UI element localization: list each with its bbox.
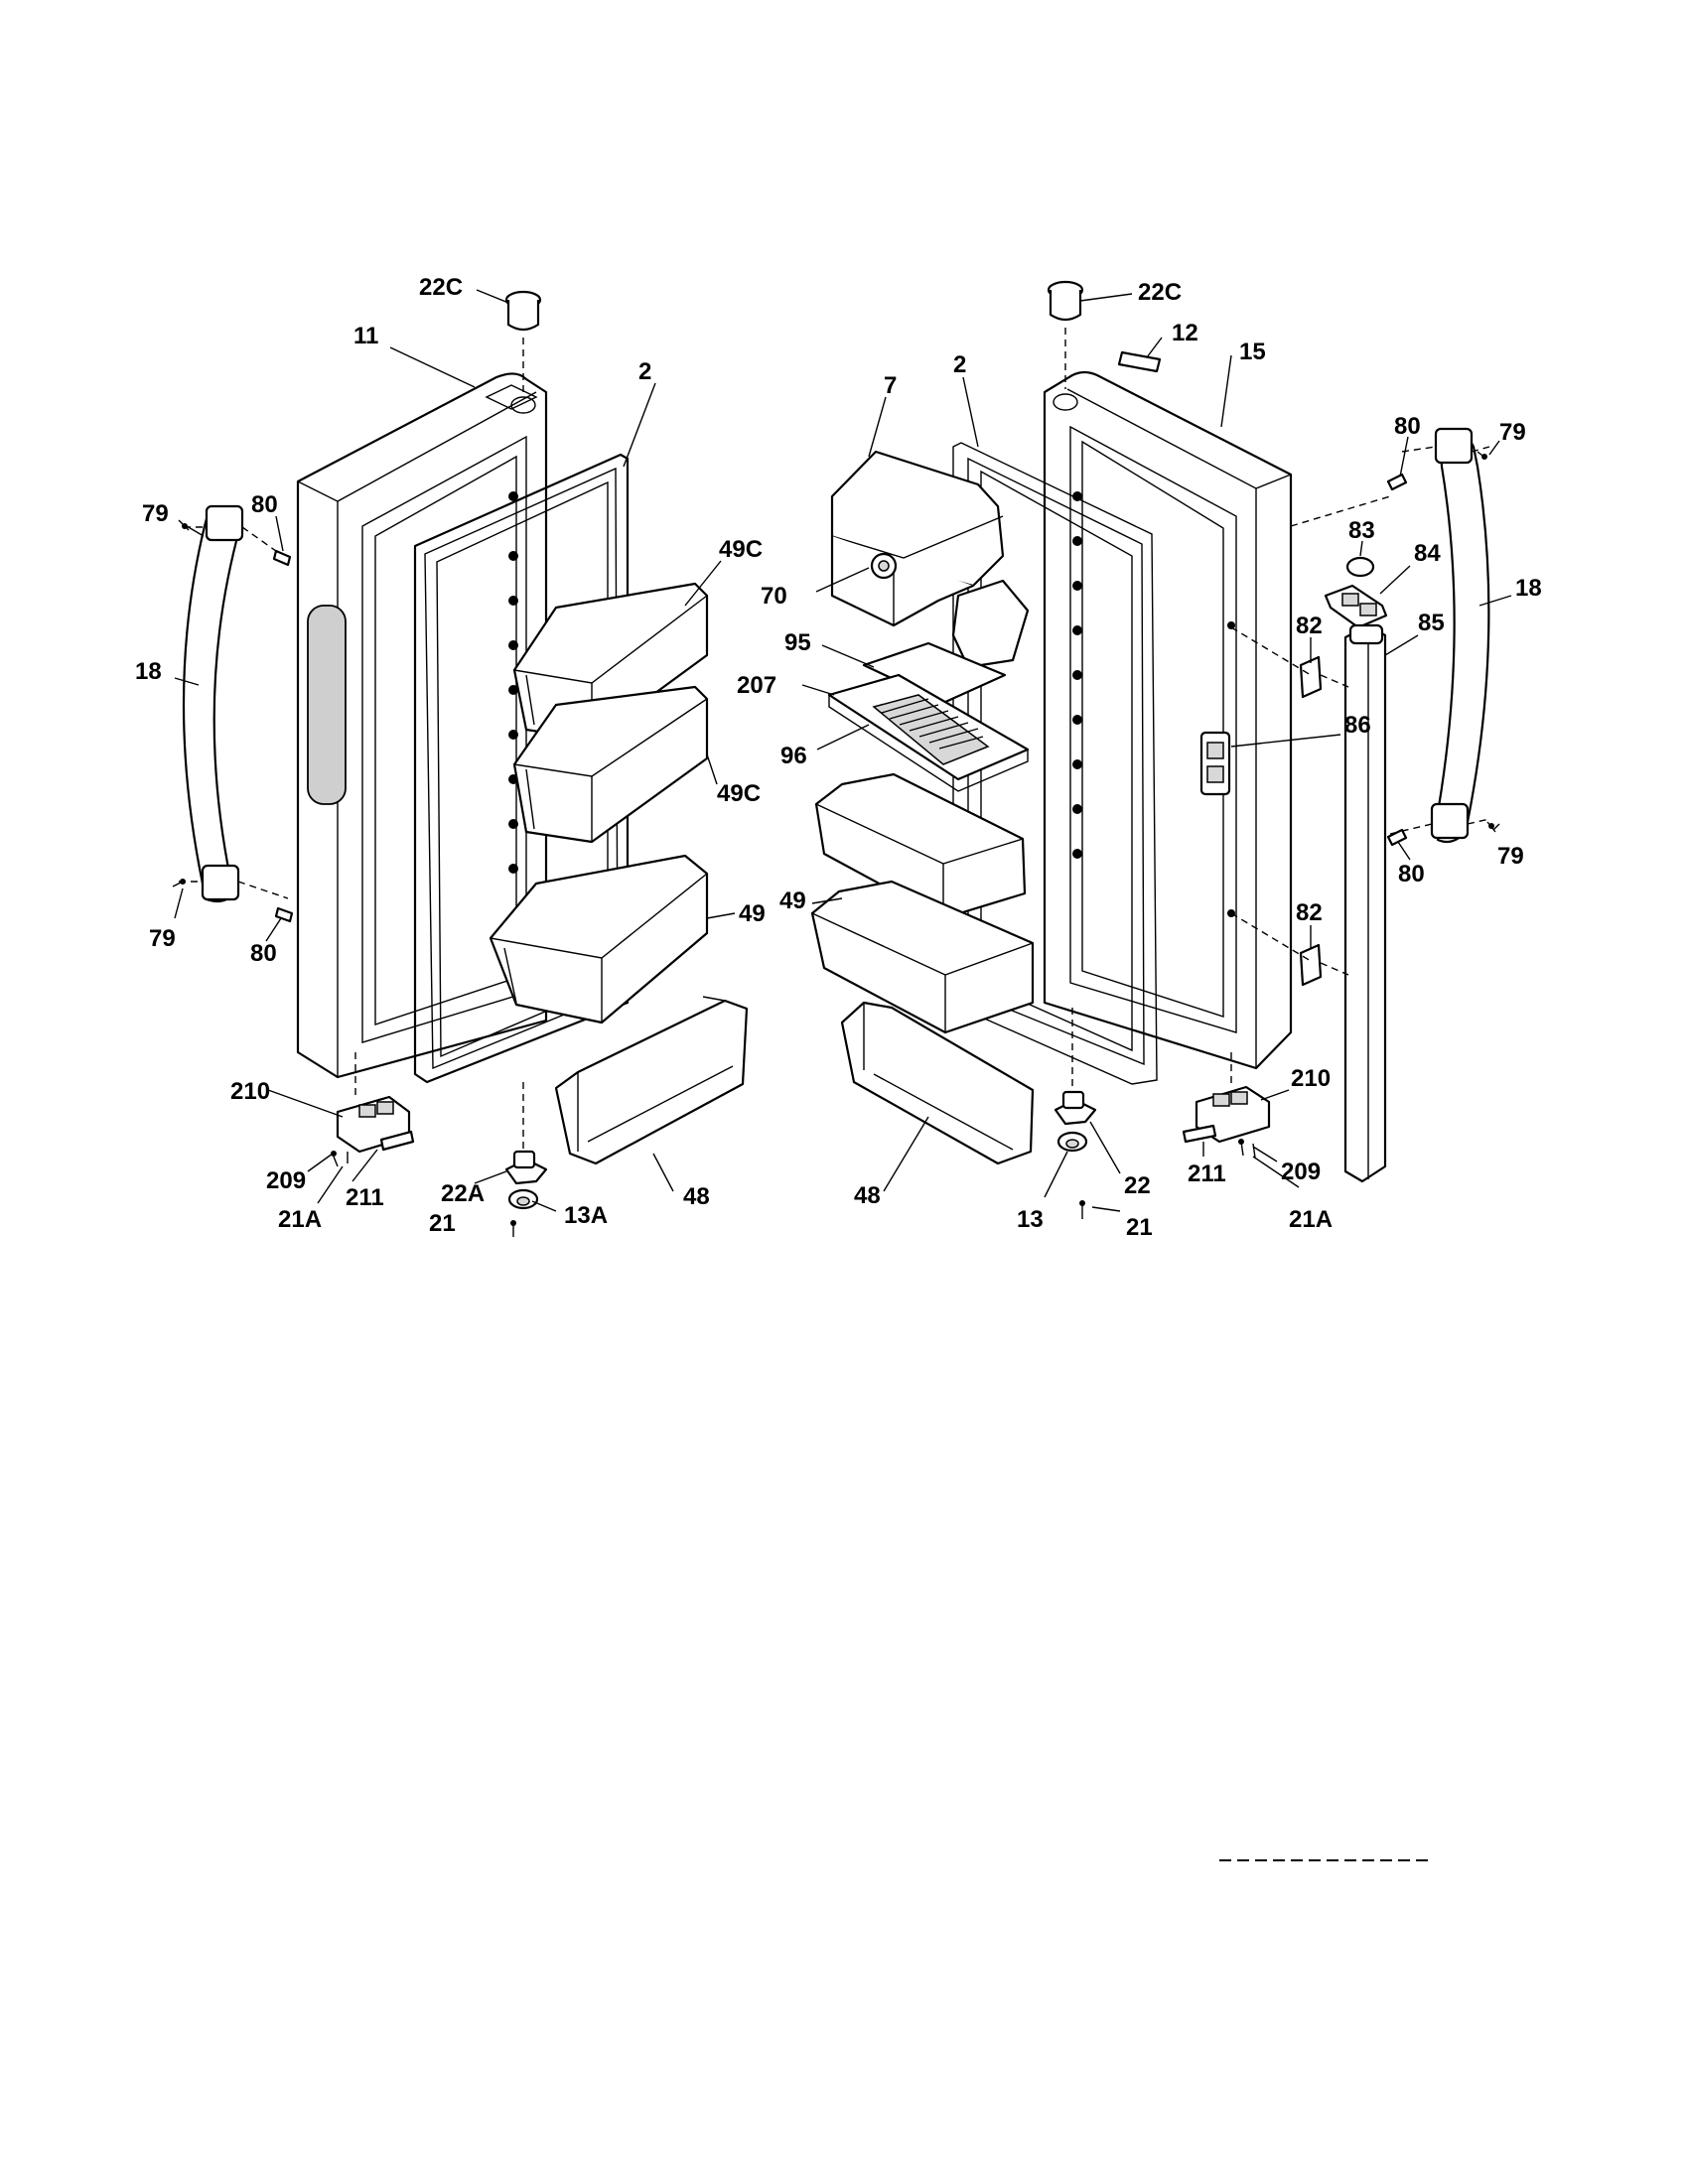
- label-22c-left: 22C: [419, 274, 463, 301]
- left-bin-49-lower: [489, 854, 709, 1024]
- left-bottom-hinge: [504, 1082, 548, 1237]
- label-80-right-top: 80: [1394, 413, 1421, 440]
- label-209-left: 209: [266, 1167, 306, 1194]
- left-bin-49c-middle: [512, 685, 709, 844]
- label-49c-left-top: 49C: [719, 536, 763, 563]
- right-bin-49: [810, 880, 1035, 1034]
- label-95: 95: [784, 629, 811, 656]
- label-80-left-bot: 80: [250, 940, 277, 967]
- label-84: 84: [1414, 540, 1441, 567]
- label-21a-left: 21A: [278, 1206, 322, 1233]
- label-49-left: 49: [739, 900, 766, 927]
- label-79-left-top: 79: [142, 500, 169, 527]
- label-79-right-bot: 79: [1497, 843, 1524, 870]
- right-ice-bucket-7: [830, 450, 1030, 669]
- label-210-right: 210: [1291, 1065, 1331, 1092]
- label-13a: 13A: [564, 1202, 608, 1229]
- left-door-assembly: [172, 290, 749, 1237]
- right-clip-82-top: [1230, 626, 1349, 699]
- label-12: 12: [1172, 320, 1198, 346]
- label-22a: 22A: [441, 1180, 485, 1207]
- right-bottom-hinge: [1054, 1008, 1097, 1219]
- label-85: 85: [1418, 610, 1445, 636]
- right-door-assembly: [810, 280, 1496, 1219]
- callout-labels: 22C 11 2 79 80 18 49C 49C 49 79 80 210 2…: [135, 274, 1542, 1241]
- label-79-right-top: 79: [1499, 419, 1526, 446]
- left-door-handle: [179, 504, 289, 903]
- label-48-left: 48: [683, 1183, 710, 1210]
- label-22: 22: [1124, 1172, 1151, 1199]
- right-bracket-84: [1290, 495, 1391, 629]
- label-80-left-top: 80: [251, 491, 278, 518]
- label-21-right: 21: [1126, 1214, 1153, 1241]
- right-top-hinge-cap: [1047, 280, 1162, 389]
- label-15: 15: [1239, 339, 1266, 365]
- left-door-side-plate: [307, 605, 347, 805]
- label-2-left: 2: [638, 358, 651, 385]
- label-86: 86: [1344, 712, 1371, 739]
- label-211-left: 211: [346, 1184, 384, 1211]
- right-ice-tray-207: [827, 673, 1030, 792]
- label-11: 11: [353, 323, 378, 349]
- left-bin-48: [554, 996, 749, 1165]
- label-83: 83: [1348, 517, 1375, 544]
- left-top-hinge-cap: [504, 290, 542, 392]
- right-bin-48: [840, 1001, 1035, 1165]
- label-49-right: 49: [779, 887, 806, 914]
- right-hinge-cover: [1182, 1052, 1271, 1159]
- label-207: 207: [737, 672, 776, 699]
- label-7: 7: [884, 372, 897, 399]
- label-211-right: 211: [1188, 1160, 1226, 1187]
- label-49c-left-mid: 49C: [717, 780, 761, 807]
- label-79-left-bot: 79: [149, 925, 176, 952]
- left-hinge-cover: [331, 1052, 415, 1167]
- label-96: 96: [780, 743, 807, 769]
- right-door-handle: [1389, 427, 1490, 844]
- right-door-outer-panel: [1043, 370, 1293, 1070]
- label-2-right: 2: [953, 351, 966, 378]
- right-clip-82-bot: [1230, 912, 1349, 987]
- leader-lines: [174, 289, 1512, 1212]
- label-210-left: 210: [230, 1078, 270, 1105]
- label-13: 13: [1017, 1206, 1044, 1233]
- label-18-left: 18: [135, 658, 162, 685]
- label-21a-right: 21A: [1289, 1206, 1333, 1233]
- label-82-right-top: 82: [1296, 613, 1323, 639]
- right-trim-85: [1343, 623, 1387, 1183]
- label-48-right: 48: [854, 1182, 881, 1209]
- left-door-shelf-pegs: [508, 491, 518, 874]
- left-handle-screws: [172, 519, 294, 923]
- label-82-right-bot: 82: [1296, 899, 1323, 926]
- label-18-right: 18: [1515, 575, 1542, 602]
- label-70: 70: [761, 583, 787, 610]
- label-80-right-bot: 80: [1398, 861, 1425, 887]
- label-21-left: 21: [429, 1210, 456, 1237]
- label-22c-right: 22C: [1138, 279, 1182, 306]
- label-209-right: 209: [1281, 1159, 1321, 1185]
- right-handle-screws: [1386, 451, 1496, 847]
